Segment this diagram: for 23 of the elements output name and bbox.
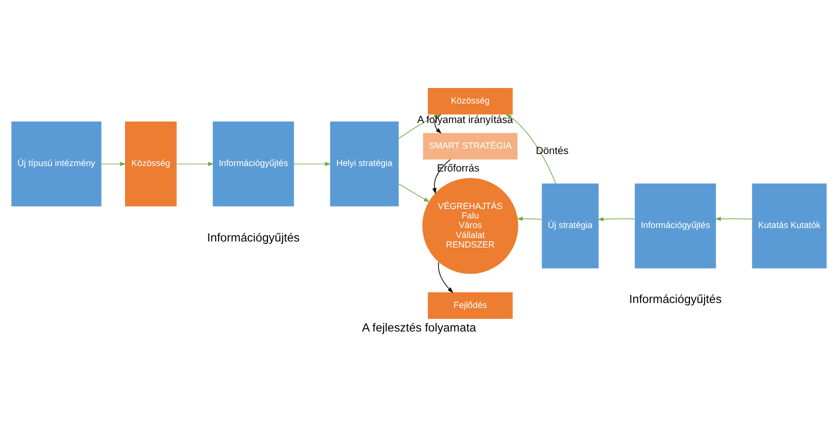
arrow xyxy=(516,216,542,220)
node-box: Fejlődés xyxy=(428,292,513,318)
arrow xyxy=(438,261,454,292)
arrow xyxy=(506,113,556,184)
arrow xyxy=(294,161,331,166)
arrow xyxy=(176,161,214,166)
node-box: Új stratégia xyxy=(542,183,599,268)
label: Információgyűjtés xyxy=(629,292,722,306)
arrow xyxy=(598,216,636,221)
arrow xyxy=(398,183,430,202)
caption: A fejlesztés folyamata xyxy=(362,320,476,334)
arrow xyxy=(714,216,752,220)
node-box: Információgyűjtés xyxy=(212,121,294,206)
node-box: Új típusú intézmény xyxy=(11,121,102,206)
label: Információgyűjtés xyxy=(207,230,300,244)
node-box: Kutatás Kutatók xyxy=(752,183,827,268)
node-box: Információgyűjtés xyxy=(634,183,716,268)
arrow xyxy=(101,161,126,166)
node-box: Közösség xyxy=(125,121,177,206)
node-box: Közösség xyxy=(428,87,513,114)
node-box: Helyi stratégia xyxy=(330,121,399,206)
arrow xyxy=(432,158,451,194)
node-box: SMART STRATÉGIA xyxy=(423,132,518,160)
